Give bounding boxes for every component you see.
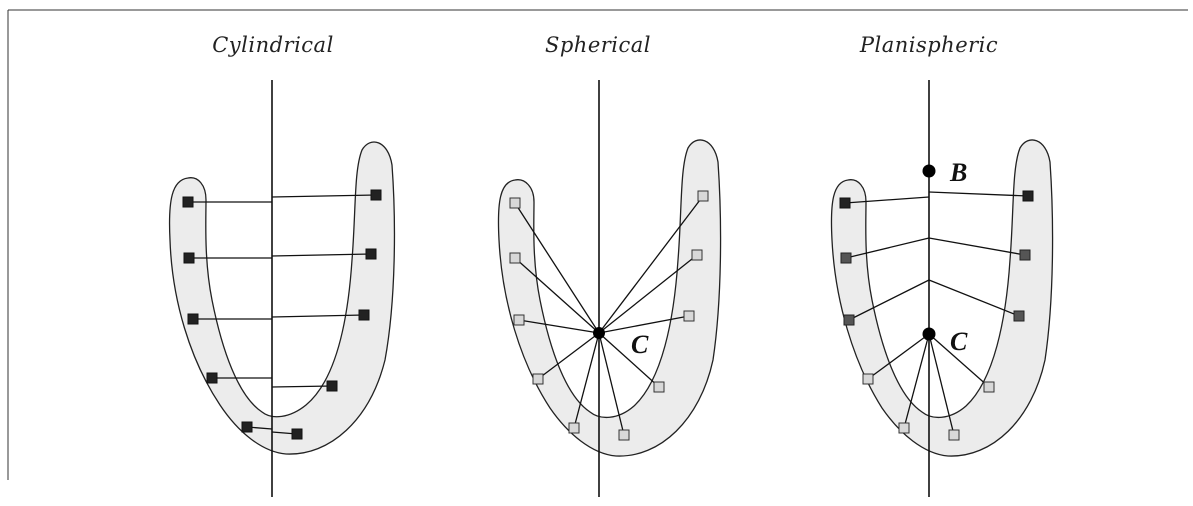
ray bbox=[848, 279, 930, 321]
ventricle-wall-planispheric bbox=[830, 139, 1054, 457]
label-c-planispheric: C bbox=[950, 327, 968, 356]
sample-marker bbox=[509, 197, 521, 209]
ray bbox=[514, 257, 600, 334]
ventricle-wall-cylindrical bbox=[168, 141, 396, 455]
panel-planispheric: Planispheric B bbox=[830, 33, 1054, 497]
sample-marker bbox=[513, 314, 525, 326]
sample-marker bbox=[691, 249, 703, 261]
base-point-b bbox=[922, 164, 936, 178]
sample-marker bbox=[898, 422, 910, 434]
ray bbox=[271, 194, 377, 198]
sample-marker bbox=[370, 189, 382, 201]
label-c-spherical: C bbox=[631, 330, 649, 359]
center-point-c-spherical bbox=[593, 327, 605, 339]
sample-marker bbox=[568, 422, 580, 434]
ray bbox=[928, 333, 955, 436]
ray bbox=[598, 332, 625, 436]
sample-marker bbox=[241, 421, 253, 433]
ray bbox=[928, 333, 990, 388]
sample-marker bbox=[326, 380, 338, 392]
panel-spherical: Spherical C bbox=[497, 33, 722, 497]
sample-marker bbox=[183, 252, 195, 264]
panel-title-spherical: Spherical bbox=[545, 33, 651, 57]
ray bbox=[928, 191, 1029, 197]
sample-marker bbox=[862, 373, 874, 385]
panel-title-planispheric: Planispheric bbox=[859, 33, 998, 57]
ray bbox=[903, 333, 930, 429]
ray bbox=[514, 202, 600, 334]
ray bbox=[598, 254, 698, 334]
ray bbox=[598, 195, 704, 334]
sample-marker bbox=[206, 372, 218, 384]
sample-marker bbox=[683, 310, 695, 322]
ray bbox=[928, 279, 1020, 317]
ray bbox=[573, 332, 600, 429]
sample-marker bbox=[843, 314, 855, 326]
sample-marker bbox=[291, 428, 303, 440]
ray bbox=[271, 253, 372, 257]
ray bbox=[928, 237, 1026, 256]
sample-marker bbox=[948, 429, 960, 441]
sample-marker bbox=[358, 309, 370, 321]
spherical-markers bbox=[509, 190, 709, 441]
sample-marker bbox=[1013, 310, 1025, 322]
sample-marker bbox=[697, 190, 709, 202]
sample-marker bbox=[653, 381, 665, 393]
planispheric-markers bbox=[839, 190, 1034, 441]
cylindrical-markers bbox=[182, 189, 382, 440]
sample-marker bbox=[1022, 190, 1034, 202]
sample-marker bbox=[618, 429, 630, 441]
ray bbox=[271, 385, 333, 388]
sample-marker bbox=[187, 313, 199, 325]
ray bbox=[537, 332, 600, 380]
ray bbox=[598, 332, 660, 388]
sample-marker bbox=[182, 196, 194, 208]
ray bbox=[598, 315, 690, 334]
ray bbox=[518, 319, 600, 334]
sample-marker bbox=[365, 248, 377, 260]
ray bbox=[867, 333, 930, 380]
sample-marker bbox=[839, 197, 851, 209]
panel-cylindrical: Cylindrical bbox=[168, 33, 396, 497]
panel-title-cylindrical: Cylindrical bbox=[212, 33, 334, 57]
ventricle-wall-spherical bbox=[497, 139, 722, 457]
planispheric-rays bbox=[844, 191, 1029, 436]
sample-marker bbox=[840, 252, 852, 264]
ray bbox=[271, 314, 365, 318]
center-point-c-planispheric bbox=[922, 327, 936, 341]
ray bbox=[845, 237, 930, 259]
label-b: B bbox=[949, 158, 967, 187]
ray bbox=[844, 196, 930, 204]
spherical-rays bbox=[514, 195, 704, 436]
sample-marker bbox=[983, 381, 995, 393]
sample-marker bbox=[1019, 249, 1031, 261]
sample-marker bbox=[532, 373, 544, 385]
sample-marker bbox=[509, 252, 521, 264]
